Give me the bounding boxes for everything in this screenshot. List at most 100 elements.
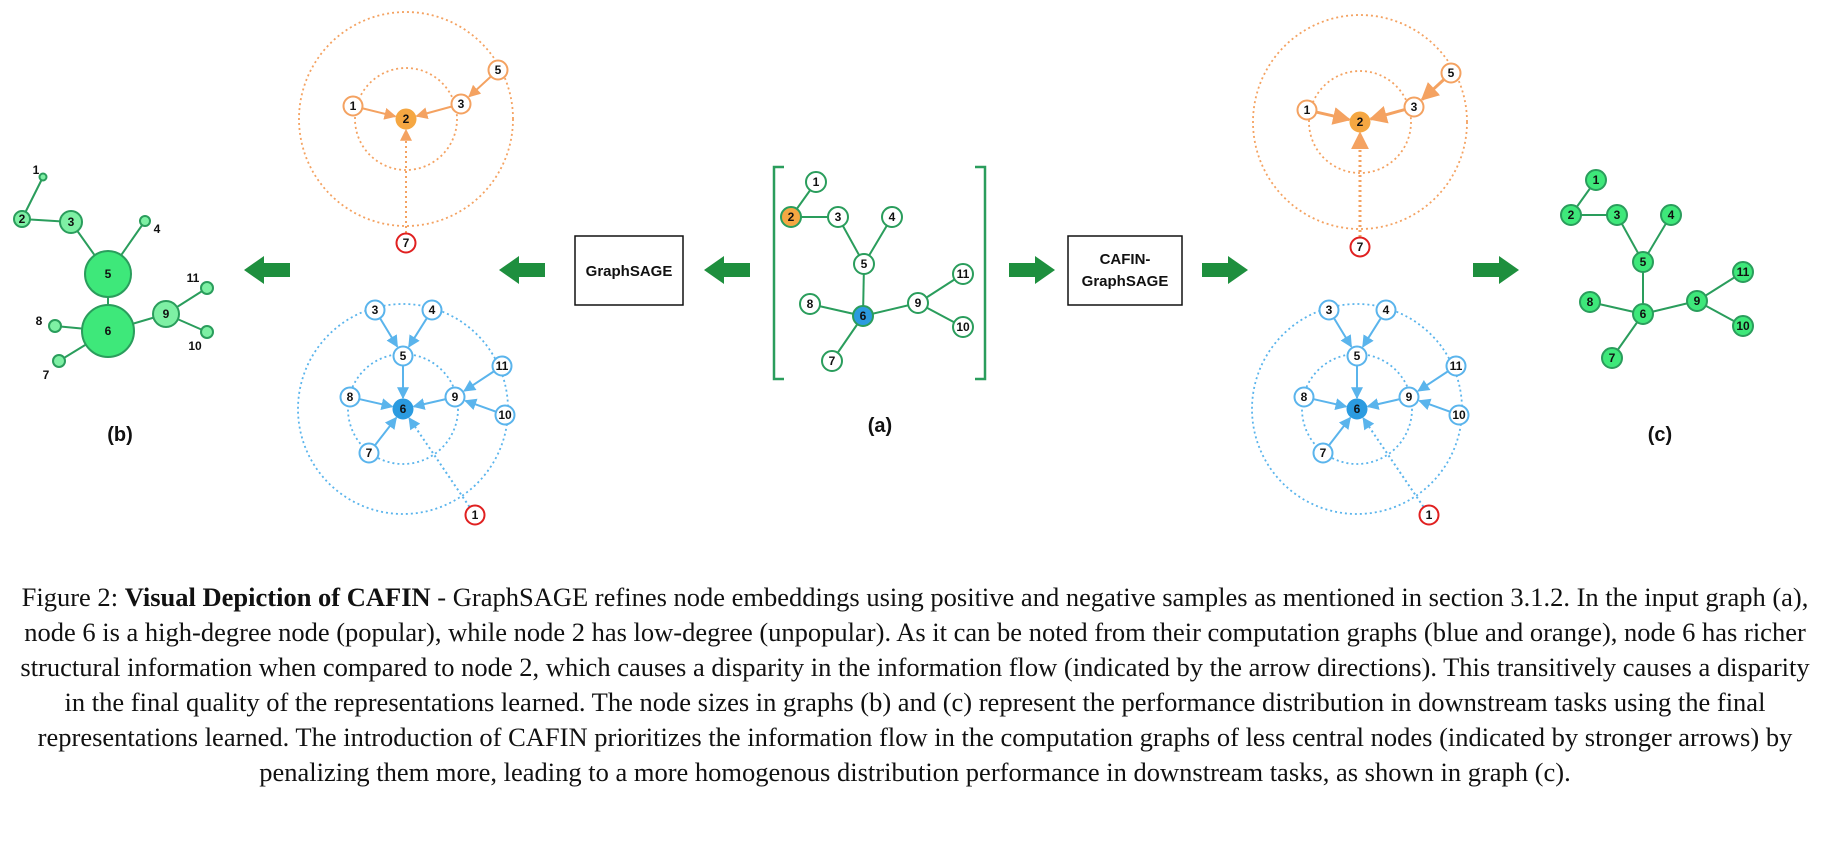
node-1-label: 1 bbox=[1426, 508, 1433, 522]
flow-8-to-6 bbox=[1313, 398, 1348, 411]
node-9 bbox=[907, 292, 929, 314]
node-3 bbox=[1606, 204, 1628, 226]
caption-body: - GraphSAGE refines node embeddings usin… bbox=[20, 582, 1810, 787]
node-7-label: 7 bbox=[1357, 240, 1364, 254]
node-10 bbox=[494, 404, 516, 426]
node-8-label: 8 bbox=[347, 390, 354, 404]
node-5-label: 5 bbox=[495, 63, 502, 77]
panel-c-label: (c) bbox=[1648, 424, 1672, 446]
node-9-label: 9 bbox=[1406, 390, 1413, 404]
node-4-label: 4 bbox=[889, 210, 896, 224]
node-6-label: 6 bbox=[400, 402, 407, 416]
node-10-label: 10 bbox=[188, 339, 202, 353]
node-1-label: 1 bbox=[33, 163, 40, 177]
node-1-label: 1 bbox=[472, 508, 479, 522]
caption-colon: : bbox=[110, 582, 125, 612]
node-5-label: 5 bbox=[400, 349, 407, 363]
node-1-label: 1 bbox=[1304, 103, 1311, 117]
node-3 bbox=[364, 299, 386, 321]
node-11 bbox=[491, 355, 513, 377]
node-9 bbox=[152, 300, 180, 328]
block-arrow-to-graphsage bbox=[704, 256, 750, 284]
node-5-label: 5 bbox=[861, 257, 868, 271]
node-1 bbox=[805, 171, 827, 193]
node-7-label: 7 bbox=[403, 236, 410, 250]
node-5 bbox=[853, 253, 875, 275]
node-8 bbox=[1579, 291, 1601, 313]
node-2-label: 2 bbox=[1357, 115, 1364, 129]
node-11 bbox=[952, 263, 974, 285]
panel-b-label: (b) bbox=[107, 424, 133, 446]
graphsage-box-label: GraphSAGE bbox=[586, 263, 673, 280]
figure-caption: Figure 2: Visual Depiction of CAFIN - Gr… bbox=[10, 580, 1820, 790]
node-2 bbox=[1349, 111, 1371, 133]
node-7-label: 7 bbox=[829, 354, 836, 368]
flow-5-to-3 bbox=[1420, 78, 1445, 101]
flow-11-to-9 bbox=[463, 370, 495, 392]
node-4 bbox=[421, 299, 443, 321]
node-4-label: 4 bbox=[1383, 303, 1390, 317]
node-7 bbox=[821, 350, 843, 372]
node-4-label: 4 bbox=[429, 303, 436, 317]
node-3-label: 3 bbox=[68, 215, 75, 229]
node-5 bbox=[1440, 62, 1462, 84]
cafin-box-label-line1: CAFIN- bbox=[1100, 251, 1151, 268]
node-2-label: 2 bbox=[403, 112, 410, 126]
node-8-label: 8 bbox=[36, 314, 43, 328]
node-9-label: 9 bbox=[915, 296, 922, 310]
node-11-label: 11 bbox=[187, 271, 200, 285]
node-5 bbox=[1632, 251, 1654, 273]
node-11-label: 11 bbox=[1737, 265, 1750, 279]
node-10 bbox=[952, 316, 974, 338]
outer-hop-ring bbox=[298, 11, 514, 227]
node-11 bbox=[1732, 261, 1754, 283]
node-11 bbox=[200, 281, 214, 295]
node-4 bbox=[1375, 299, 1397, 321]
graphsage-box: GraphSAGE bbox=[574, 235, 684, 306]
node-7-label: 7 bbox=[366, 446, 373, 460]
node-2 bbox=[395, 108, 417, 130]
node-4 bbox=[881, 206, 903, 228]
node-8 bbox=[799, 293, 821, 315]
block-arrow-to-b bbox=[244, 256, 290, 284]
cafin-box-label-line2: GraphSAGE bbox=[1082, 273, 1169, 290]
node-7 bbox=[358, 442, 380, 464]
node-10-label: 10 bbox=[956, 320, 970, 334]
node-5-label: 5 bbox=[105, 267, 112, 281]
node-5-label: 5 bbox=[1640, 255, 1647, 269]
node-4 bbox=[1660, 204, 1682, 226]
node-6-label: 6 bbox=[860, 309, 867, 323]
node-10-label: 10 bbox=[1736, 319, 1750, 333]
node-6-label: 6 bbox=[1640, 307, 1647, 321]
node-11-label: 11 bbox=[1450, 359, 1463, 373]
node-3-label: 3 bbox=[1614, 208, 1621, 222]
node-11 bbox=[1445, 355, 1467, 377]
node-5 bbox=[84, 250, 132, 298]
node-6 bbox=[852, 305, 874, 327]
node-8 bbox=[1293, 386, 1315, 408]
node-6 bbox=[1346, 398, 1368, 420]
node-8 bbox=[339, 386, 361, 408]
flow-4-to-5 bbox=[1362, 317, 1382, 348]
node-2-label: 2 bbox=[1568, 208, 1575, 222]
node-11-label: 11 bbox=[957, 267, 970, 281]
flow-1-to-2 bbox=[362, 107, 397, 120]
node-5 bbox=[487, 59, 509, 81]
node-7 bbox=[1349, 236, 1371, 258]
flow-7-to-6 bbox=[1328, 416, 1352, 446]
node-6-label: 6 bbox=[105, 324, 112, 338]
node-3 bbox=[59, 210, 83, 234]
cafin-graphsage-box: CAFIN- GraphSAGE bbox=[1067, 235, 1183, 306]
node-4 bbox=[139, 215, 151, 227]
node-8-label: 8 bbox=[807, 297, 814, 311]
flow-3-to-5 bbox=[379, 318, 399, 348]
node-10 bbox=[1732, 315, 1754, 337]
flow-3-to-2 bbox=[415, 105, 452, 120]
node-9 bbox=[1398, 386, 1420, 408]
node-10-label: 10 bbox=[1452, 408, 1466, 422]
node-7 bbox=[1312, 442, 1334, 464]
flow-9-to-6 bbox=[1366, 398, 1400, 410]
